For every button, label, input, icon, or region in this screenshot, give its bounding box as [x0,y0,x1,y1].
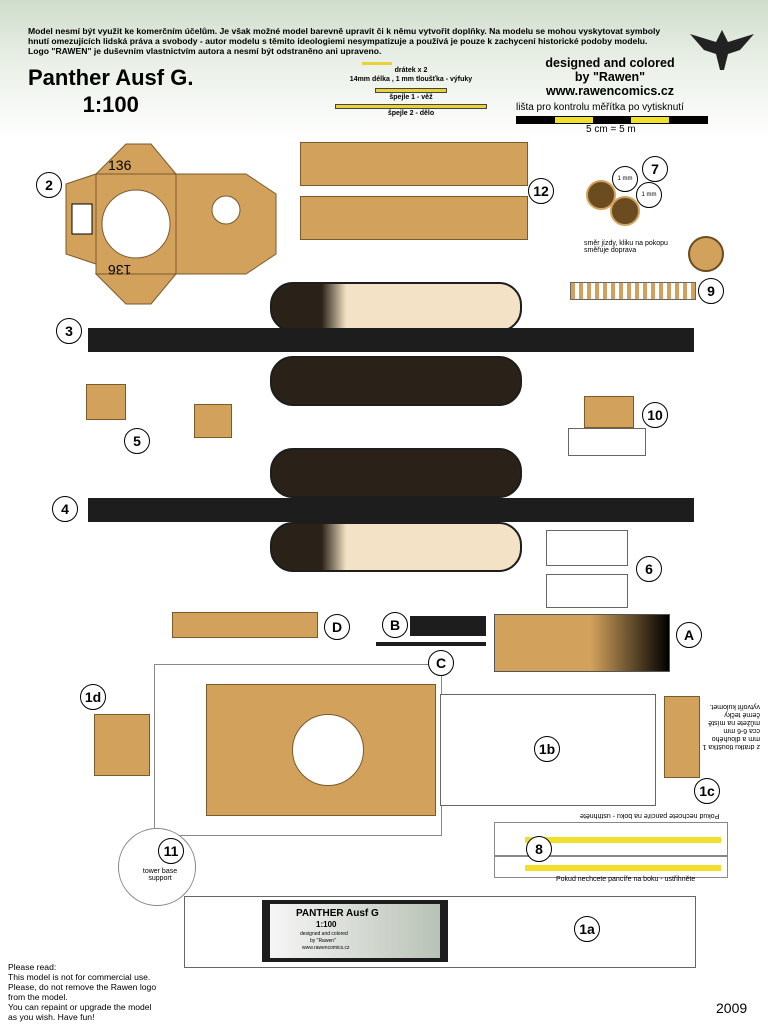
exhaust-box-a [546,530,628,566]
rawen-logo-icon [690,30,754,70]
title-name: Panther Ausf G. [28,65,194,90]
part-label-b: B [382,612,408,638]
strip-highlight-upper [525,837,721,843]
running-gear-lower-1 [270,356,522,406]
box-art-scale: 1:100 [316,920,337,929]
model-title: Panther Ausf G. 1:100 [28,64,193,118]
year-label: 2009 [716,1000,748,1016]
stick2-swatch [335,104,487,109]
credit-line2: by "Rawen" [574,70,646,84]
part-label-1b: 1b [534,736,560,762]
box-art-credit1: designed and colored [300,931,348,937]
commander-cupola-band [568,428,646,456]
credit-link[interactable]: www.rawencomics.cz [545,84,675,98]
credit-block: designed and colored by "Rawen" www.rawe… [520,56,700,98]
part-label-7: 7 [642,156,668,182]
footer-note: Please read: This model is not for comme… [8,962,157,1022]
box-art-panel: PANTHER Ausf G 1:100 designed and colore… [270,904,440,958]
rim-1mm-a: 1 mm [612,166,638,192]
running-gear-lower-2 [270,522,522,572]
hatch-part-a [86,384,126,420]
strip-highlight-lower [525,865,721,871]
side-strip-lower [494,856,728,878]
material-legend: drátek x 2 14mm délka , 1 mm tloušťka - … [326,62,496,118]
part-label-1d: 1d [80,684,106,710]
stick1-label: špejle 1 - věž [389,94,433,101]
part-label-a: A [676,622,702,648]
part-label-10: 10 [642,402,668,428]
track-belt-4 [88,498,694,522]
box-art-title: PANTHER Ausf G [296,908,379,919]
drive-sprocket [688,236,724,272]
running-gear-upper-1 [270,282,522,332]
hull-front-a [494,614,670,672]
part-label-3: 3 [56,318,82,344]
commander-cupola-top [584,396,634,428]
scale-label: lišta pro kontrolu měřítka po vytisknutí [516,102,684,113]
turret-part [65,143,277,305]
turret-ring [292,714,364,786]
side-skirt-lower [300,196,528,240]
part-label-c: C [428,650,454,676]
wire-label: drátek x 2 [394,67,428,74]
box-art-credit2: by "Rawen" [310,938,336,944]
part-label-5: 5 [124,428,150,454]
box-art-frame: PANTHER Ausf G 1:100 designed and colore… [262,900,448,962]
track-teeth-strip [570,282,696,300]
exhaust-box-b [546,574,628,608]
strip-note-top: Pokud nechcete pancíře na boku - ustřihn… [580,812,720,819]
running-gear-upper-2 [270,448,522,498]
side-skirt-upper [300,142,528,186]
scale-caption: 5 cm = 5 m [586,124,636,135]
stick1-swatch [375,88,447,93]
box-art-site: www.rawencomics.cz [302,945,350,951]
wire-side-note: z drátku tloušťka 1 mm a dlouhého cca 6-… [702,703,761,750]
mantlet-b [410,616,486,636]
part-label-11: 11 [158,838,184,864]
turret-number-bottom: 136 [108,262,132,278]
strip-c [376,642,486,646]
part-label-8: 8 [526,836,552,862]
part-label-1c: 1c [694,778,720,804]
stick2-label: špejle 2 - dělo [387,110,435,117]
track-belt-3 [88,328,694,352]
title-scale: 1:100 [82,92,139,117]
part-label-4: 4 [52,496,78,522]
credit-line1: designed and colored [545,56,675,70]
rear-plate-1d [94,714,150,776]
front-plate-1c [664,696,700,778]
rim-1mm-b: 1 mm [636,182,662,208]
part-label-1a: 1a [574,916,600,942]
disclaimer-text: Model nesmí být využit ke komerčním účel… [28,26,661,56]
turret-number-top: 136 [108,157,132,173]
part-label-12: 12 [528,178,554,204]
gun-barrel-d [172,612,318,638]
part-label-6: 6 [636,556,662,582]
part-label-2: 2 [36,172,62,198]
scale-bar [516,116,708,124]
wire-detail: 14mm délka , 1 mm tloušťka - výfuky [349,76,473,83]
strip-note-bottom: Pokud nechcete pancíře na boku - ustřihn… [556,876,696,883]
part-label-d: D [324,614,350,640]
part-label-9: 9 [698,278,724,304]
wire-swatch [362,62,392,65]
hatch-part-b [194,404,232,438]
wheel-disk-2 [610,196,640,226]
tower-base-label: tower base support [142,868,178,882]
tower-base-support [118,828,196,906]
direction-note: směr jízdy, kliku na pokopu směřuje dopr… [584,240,668,254]
